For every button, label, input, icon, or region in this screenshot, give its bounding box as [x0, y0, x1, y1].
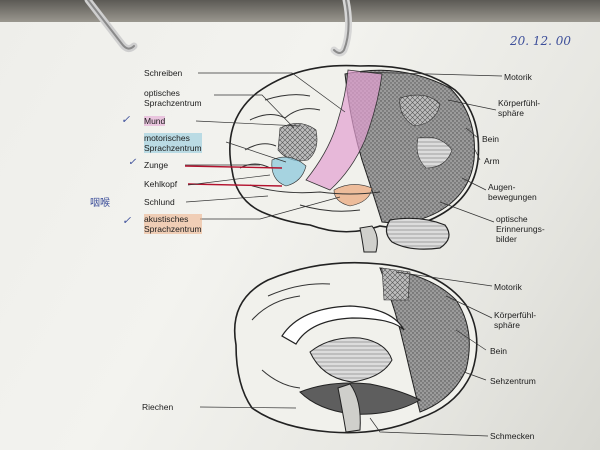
label-optische-erinnerungsbilder: optische Erinnerungs- bilder	[496, 214, 545, 244]
label-motorisches-sprachzentrum: motorisches Sprachzentrum	[144, 133, 202, 153]
label-line: Augen-	[488, 182, 516, 192]
label-line: bilder	[496, 234, 517, 244]
binder-ring-left	[84, 0, 138, 53]
handwritten-cjk-note: 咽喉	[90, 198, 110, 209]
label-line: akustisches	[144, 214, 189, 224]
label-schmecken: Schmecken	[490, 431, 535, 441]
label-sehzentrum: Sehzentrum	[490, 376, 536, 386]
checkmark-akustisch: ✓	[122, 214, 132, 227]
binder-shadow	[0, 0, 600, 22]
label-motorik-bottom: Motorik	[494, 282, 522, 292]
label-schreiben: Schreiben	[144, 68, 183, 78]
checkmark-mund: ✓	[121, 113, 131, 126]
label-line: Körperfühl-	[498, 98, 541, 108]
lateral-brain	[229, 64, 480, 253]
label-line: bewegungen	[488, 192, 537, 202]
label-line: sphäre	[498, 108, 524, 118]
binder-ring-right	[330, 0, 353, 57]
label-augenbewegungen: Augen- bewegungen	[488, 182, 537, 202]
label-line: Sprachzentrum	[144, 98, 202, 108]
label-line: Sprachzentrum	[144, 224, 202, 234]
label-optisches-sprachzentrum: optisches Sprachzentrum	[144, 88, 202, 108]
label-koerperfuehlsphaere-bottom: Körperfühl- sphäre	[494, 310, 536, 330]
label-line: motorisches	[144, 133, 190, 143]
top-left-leaders	[185, 72, 346, 220]
label-koerperfuehlsphaere-top: Körperfühl- sphäre	[498, 98, 540, 118]
label-line: optisches	[144, 88, 180, 98]
medial-brain	[233, 261, 478, 434]
label-riechen: Riechen	[142, 402, 174, 412]
label-line: Körperfühl-	[494, 310, 537, 320]
label-mund: Mund	[144, 116, 166, 126]
label-bein-top: Bein	[482, 134, 500, 144]
label-arm-top: Arm	[484, 156, 500, 166]
label-line: sphäre	[494, 320, 520, 330]
label-zunge: Zunge	[144, 160, 169, 170]
label-line: Sprachzentrum	[144, 143, 202, 153]
label-schlund: Schlund	[144, 197, 175, 207]
label-line: Erinnerungs-	[496, 224, 545, 234]
label-akustisches-sprachzentrum: akustisches Sprachzentrum	[144, 214, 202, 234]
top-right-leaders	[359, 71, 503, 223]
handwritten-date: 20. 12. 00	[510, 34, 572, 48]
label-kehlkopf: Kehlkopf	[144, 179, 178, 189]
label-motorik-top: Motorik	[504, 72, 532, 82]
checkmark-zunge: ✓	[128, 157, 137, 168]
label-line: optische	[496, 214, 528, 224]
bottom-leaders	[199, 271, 493, 437]
label-bein-bottom: Bein	[490, 346, 508, 356]
